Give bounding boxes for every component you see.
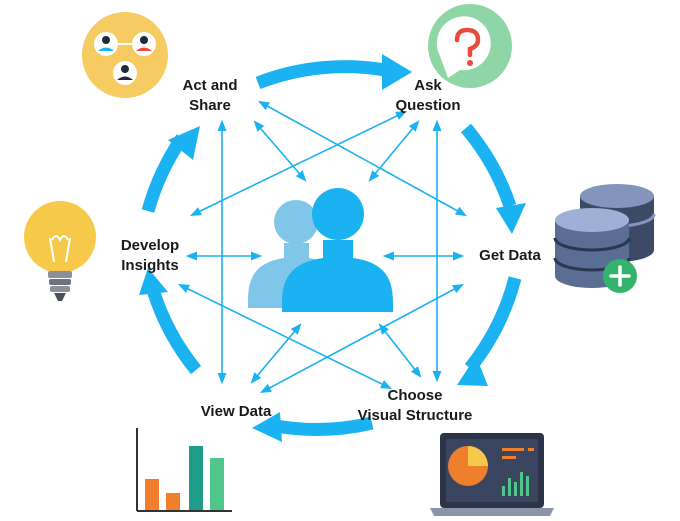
lightbulb-icon	[24, 201, 96, 301]
connector-center-view	[250, 323, 302, 384]
connector-arrows	[177, 100, 467, 394]
database-add-icon	[553, 184, 656, 293]
stage-develop-line2: Insights	[121, 257, 179, 274]
connector-getdata-view	[260, 283, 464, 394]
connector-act-center	[253, 120, 307, 182]
cycle-arc-choose-to-view	[274, 416, 374, 436]
question-bubble-icon	[428, 4, 512, 88]
stage-ask-line1: Ask	[414, 77, 442, 94]
stage-act-line1: Act and	[182, 77, 238, 94]
stage-view-line1: View Data	[200, 403, 272, 420]
stage-ask-question: Ask Question	[383, 76, 473, 116]
arrowhead-choose-to-view	[252, 412, 282, 442]
stage-choose-visual-structure: Choose Visual Structure	[345, 386, 485, 426]
stage-develop-insights: Develop Insights	[110, 236, 190, 276]
people-group-icon	[248, 188, 393, 312]
cycle-arc-develop-to-act	[141, 134, 188, 213]
stage-get-data: Get Data	[470, 246, 550, 266]
stage-choose-line2: Visual Structure	[357, 407, 473, 424]
arrowhead-view-to-develop	[139, 268, 168, 295]
cycle-arc-ask-to-get	[460, 123, 517, 209]
stage-act-line2: Share	[189, 97, 231, 114]
connector-act-getdata	[258, 100, 467, 217]
stage-ask-line2: Question	[395, 97, 461, 114]
cycle-arc-act-to-ask	[255, 60, 387, 90]
cycle-arc-get-to-choose	[464, 276, 522, 373]
stage-get-line1: Get Data	[479, 247, 541, 264]
team-collaboration-icon	[82, 12, 168, 98]
stage-choose-line1: Choose	[387, 387, 443, 404]
stage-act-and-share: Act and Share	[170, 76, 250, 116]
laptop-dashboard-icon	[430, 433, 554, 516]
arrowhead-get-to-choose	[457, 356, 488, 386]
stage-develop-line1: Develop	[120, 237, 180, 254]
bar-chart-icon	[136, 428, 232, 512]
cycle-arc-view-to-develop	[146, 288, 202, 375]
arrowhead-ask-to-get	[496, 203, 526, 234]
stage-view-data: View Data	[186, 402, 286, 422]
connector-center-choose	[378, 323, 422, 378]
connector-ask-center	[368, 120, 420, 182]
arrowhead-act-to-ask	[382, 54, 412, 90]
